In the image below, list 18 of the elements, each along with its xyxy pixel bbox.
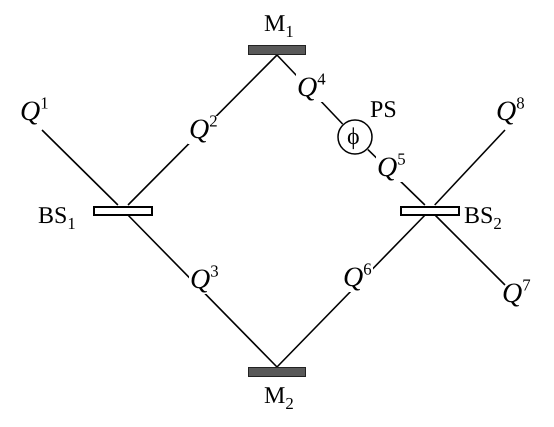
- port-label: Q$^{1}$: [20, 98, 49, 126]
- mirror-label: M$_{2}$: [264, 384, 294, 408]
- mirror-label: M$_{1}$: [264, 12, 294, 36]
- edge-label: Q$^{2}$: [188, 116, 219, 144]
- edge-label: Q$^{5}$: [376, 154, 407, 182]
- port-label: Q$^{8}$: [496, 98, 525, 126]
- light-beam: [434, 214, 506, 286]
- light-beam: [41, 129, 118, 206]
- light-beam: [127, 214, 278, 368]
- phase-shifter-label: PS: [370, 98, 397, 122]
- port-label: Q$^{7}$: [502, 280, 531, 308]
- beam-splitter-label: BS$_{1}$: [38, 204, 76, 228]
- edge-label: Q$^{4}$: [296, 74, 327, 102]
- beam-splitter-label: BS$_{2}$: [464, 204, 502, 228]
- edge-label: Q$^{6}$: [342, 264, 373, 292]
- phase-symbol: ϕ: [347, 125, 360, 149]
- light-beam: [434, 129, 506, 206]
- edge-label: Q$^{3}$: [189, 266, 220, 294]
